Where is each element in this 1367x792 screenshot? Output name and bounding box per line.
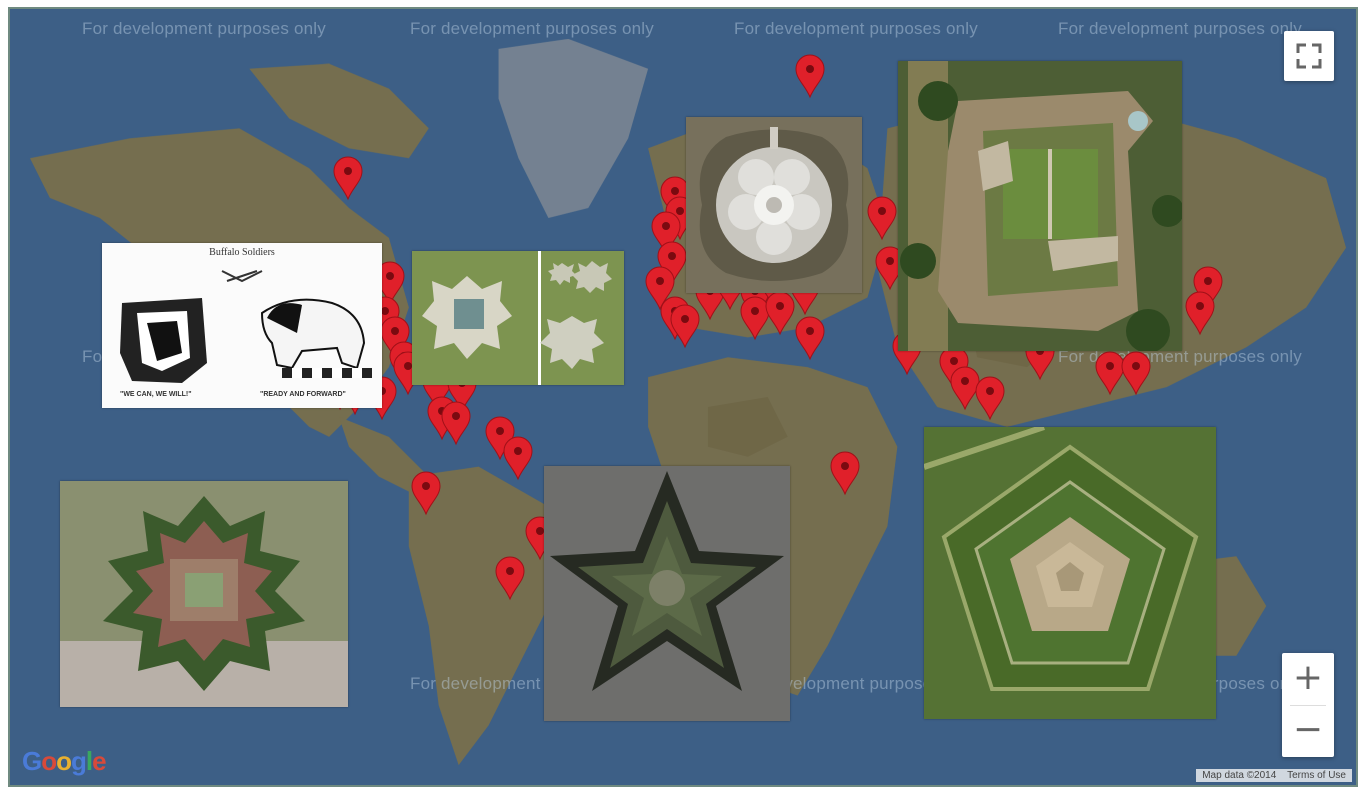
- map-marker-icon[interactable]: [668, 303, 702, 349]
- map-marker-icon[interactable]: [409, 470, 443, 516]
- map-marker-icon[interactable]: [738, 295, 772, 341]
- watermark-text: For development purposes only: [82, 19, 326, 38]
- map-marker-icon[interactable]: [649, 210, 683, 256]
- zoom-out-button[interactable]: −: [1292, 709, 1324, 750]
- map-marker-icon[interactable]: [1191, 265, 1225, 311]
- map-marker-icon[interactable]: [643, 265, 677, 311]
- buffalo-soldiers-photo[interactable]: Buffalo Soldiers "WE CAN, WE WILL!" "REA…: [102, 243, 382, 408]
- map-marker-icon[interactable]: [828, 450, 862, 496]
- fortress-aerial-photo[interactable]: [898, 61, 1182, 351]
- map-marker-icon[interactable]: [865, 195, 899, 241]
- star-fort-aerial-photo[interactable]: [412, 251, 624, 385]
- watermark-text: For development purposes only: [410, 19, 654, 38]
- google-logo: Google: [22, 746, 107, 776]
- map-marker-icon[interactable]: [973, 375, 1007, 421]
- fullscreen-icon: [1296, 43, 1322, 69]
- map-marker-icon[interactable]: [501, 435, 535, 481]
- buffalo-soldiers-title: Buffalo Soldiers: [209, 247, 275, 258]
- zoom-in-button[interactable]: +: [1292, 657, 1324, 698]
- pentagonal-fort-photo[interactable]: [924, 427, 1216, 719]
- map-marker-icon[interactable]: [439, 400, 473, 446]
- map-marker-icon[interactable]: [331, 155, 365, 201]
- map-marker-icon[interactable]: [793, 53, 827, 99]
- star-fort-dark-photo[interactable]: [544, 466, 790, 721]
- star-fort-city-photo[interactable]: [60, 481, 348, 707]
- watermark-text: For development purposes only: [734, 674, 978, 693]
- zoom-divider: [1290, 705, 1326, 706]
- map-marker-icon[interactable]: [1119, 350, 1153, 396]
- map-marker-icon[interactable]: [493, 555, 527, 601]
- buffalo-soldiers-left-motto: "WE CAN, WE WILL!": [120, 391, 192, 398]
- map-marker-icon[interactable]: [763, 290, 797, 336]
- map-marker-icon[interactable]: [793, 315, 827, 361]
- map-container[interactable]: For development purposes only For develo…: [8, 7, 1358, 787]
- map-marker-icon[interactable]: [378, 315, 412, 361]
- dome-monument-aerial-photo[interactable]: [686, 117, 862, 293]
- map-attribution: Map data ©2014 Terms of Use: [1196, 769, 1352, 782]
- map-marker-icon[interactable]: [655, 240, 689, 286]
- buffalo-soldiers-right-motto: "READY AND FORWARD": [260, 391, 346, 398]
- map-data-text: Map data ©2014: [1202, 770, 1277, 781]
- map-marker-icon[interactable]: [1183, 290, 1217, 336]
- fullscreen-button[interactable]: [1284, 31, 1334, 81]
- watermark-text: For development purposes only: [1058, 19, 1302, 38]
- buffalo-soldiers-illustration: [120, 270, 372, 383]
- zoom-control: + −: [1282, 653, 1334, 757]
- terms-of-use-link[interactable]: Terms of Use: [1287, 770, 1346, 781]
- map-marker-icon[interactable]: [1093, 350, 1127, 396]
- watermark-text: For development purposes only: [734, 19, 978, 38]
